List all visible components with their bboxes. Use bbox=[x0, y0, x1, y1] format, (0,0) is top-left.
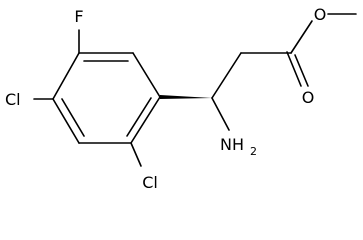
ring-bond-c1-c2 bbox=[130, 96, 161, 144]
bond-stereocenter-ch2 bbox=[211, 52, 242, 99]
ring-bond-c6-c1 bbox=[132, 52, 161, 98]
molecule-structure: F Cl Cl NH 2 O O bbox=[5, 5, 357, 192]
bond-carbonyl-double-inner bbox=[294, 54, 309, 87]
ring-bond-c3-c4 bbox=[52, 98, 80, 144]
benzene-ring bbox=[52, 52, 161, 144]
ring-double-bond-c3-c4 bbox=[61, 98, 85, 137]
atom-label-ester-o: O bbox=[314, 5, 327, 24]
atom-label-nh-subscript: 2 bbox=[250, 145, 257, 158]
atom-label-cl-2: Cl bbox=[142, 173, 158, 192]
ring-bond-c4-c5 bbox=[52, 52, 80, 100]
bond-carbonyl-double-outer bbox=[286, 51, 302, 87]
bond-stereocenter-n bbox=[211, 97, 230, 131]
atom-label-f: F bbox=[74, 7, 83, 26]
atom-label-carbonyl-o: O bbox=[302, 88, 315, 107]
bond-c2-cl bbox=[130, 142, 142, 167]
bond-carbonyl-ester-o bbox=[290, 20, 313, 54]
wedge-bond bbox=[160, 95, 212, 99]
atom-label-cl-4: Cl bbox=[5, 90, 21, 109]
atom-label-nh: NH bbox=[220, 135, 244, 154]
ring-double-bond-c1-c2 bbox=[126, 97, 152, 137]
